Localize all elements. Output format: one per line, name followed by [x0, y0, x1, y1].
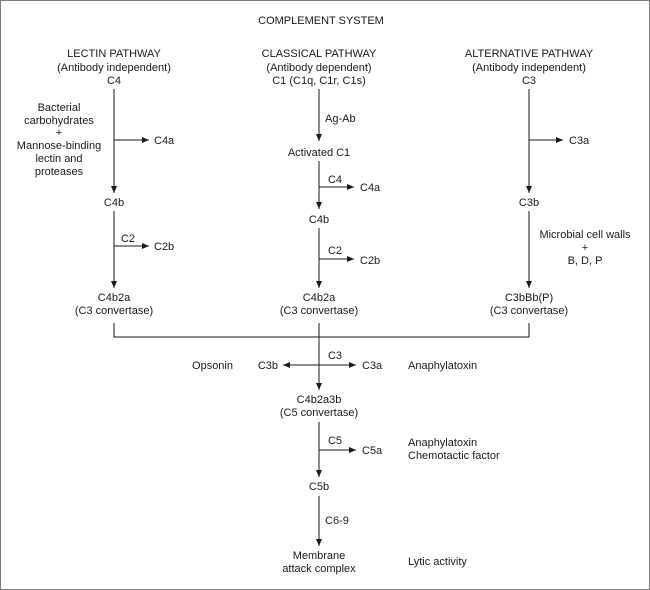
lectin-convertase: (C3 convertase)	[75, 305, 153, 317]
lectin-c4b: C4b	[104, 197, 124, 209]
classical-c2: C2	[328, 245, 342, 257]
classical-c4b: C4b	[309, 214, 329, 226]
alternative-heading: ALTERNATIVE PATHWAY	[465, 48, 594, 60]
common-c4b2a3b: C4b2a3b	[297, 394, 342, 406]
alternative-trigger-3: B, D, P	[568, 255, 603, 267]
lectin-c2b: C2b	[154, 241, 174, 253]
common-c5a-role-anaphylatoxin: Anaphylatoxin	[408, 437, 477, 449]
lectin-trigger-3: +	[56, 127, 62, 139]
lectin-c4a: C4a	[154, 135, 175, 147]
classical-c4: C4	[328, 174, 342, 186]
classical-c1: C1 (C1q, C1r, C1s)	[272, 75, 366, 87]
common-c3a: C3a	[362, 360, 383, 372]
classical-agab: Ag-Ab	[325, 113, 356, 125]
lectin-trigger-5: lectin and	[35, 153, 82, 165]
common-mac-line2: attack complex	[282, 563, 356, 575]
diagram-title: COMPLEMENT SYSTEM	[258, 15, 384, 27]
classical-c4b2a: C4b2a	[303, 292, 336, 304]
lectin-subheading: (Antibody independent)	[57, 62, 171, 74]
alternative-trigger-1: Microbial cell walls	[539, 229, 631, 241]
classical-c4a: C4a	[360, 182, 381, 194]
lectin-trigger-6: proteases	[35, 166, 84, 178]
alternative-trigger-2: +	[582, 242, 588, 254]
common-c3: C3	[328, 350, 342, 362]
lectin-c4: C4	[107, 75, 121, 87]
alternative-c3: C3	[522, 75, 536, 87]
classical-heading: CLASSICAL PATHWAY	[262, 48, 377, 60]
common-opsonin: Opsonin	[192, 360, 233, 372]
common-c3b: C3b	[258, 360, 278, 372]
lectin-trigger-4: Mannose-binding	[17, 140, 101, 152]
common-c5b: C5b	[309, 481, 329, 493]
lectin-c2: C2	[121, 233, 135, 245]
alternative-convertase: (C3 convertase)	[490, 305, 568, 317]
common-c5: C5	[328, 435, 342, 447]
classical-subheading: (Antibody dependent)	[266, 62, 371, 74]
classical-c2b: C2b	[360, 255, 380, 267]
lectin-trigger-1: Bacterial	[38, 102, 81, 114]
common-c6-9: C6-9	[325, 515, 349, 527]
lectin-c4b2a: C4b2a	[98, 292, 131, 304]
lectin-heading: LECTIN PATHWAY	[67, 48, 161, 60]
classical-activated-c1: Activated C1	[288, 147, 350, 159]
alternative-c3a: C3a	[569, 135, 590, 147]
alternative-c3b: C3b	[519, 197, 539, 209]
common-mac-line1: Membrane	[293, 550, 346, 562]
lectin-trigger-2: carbohydrates	[24, 115, 94, 127]
alternative-subheading: (Antibody independent)	[472, 62, 586, 74]
classical-convertase: (C3 convertase)	[280, 305, 358, 317]
common-lytic-activity: Lytic activity	[408, 556, 467, 568]
common-c5a: C5a	[362, 445, 383, 457]
common-anaphylatoxin: Anaphylatoxin	[408, 360, 477, 372]
convergence-bracket	[113, 323, 530, 338]
common-c5-convertase: (C5 convertase)	[280, 407, 358, 419]
alternative-c3bbb: C3bBb(P)	[505, 292, 553, 304]
common-c5a-role-chemotactic: Chemotactic factor	[408, 450, 500, 462]
